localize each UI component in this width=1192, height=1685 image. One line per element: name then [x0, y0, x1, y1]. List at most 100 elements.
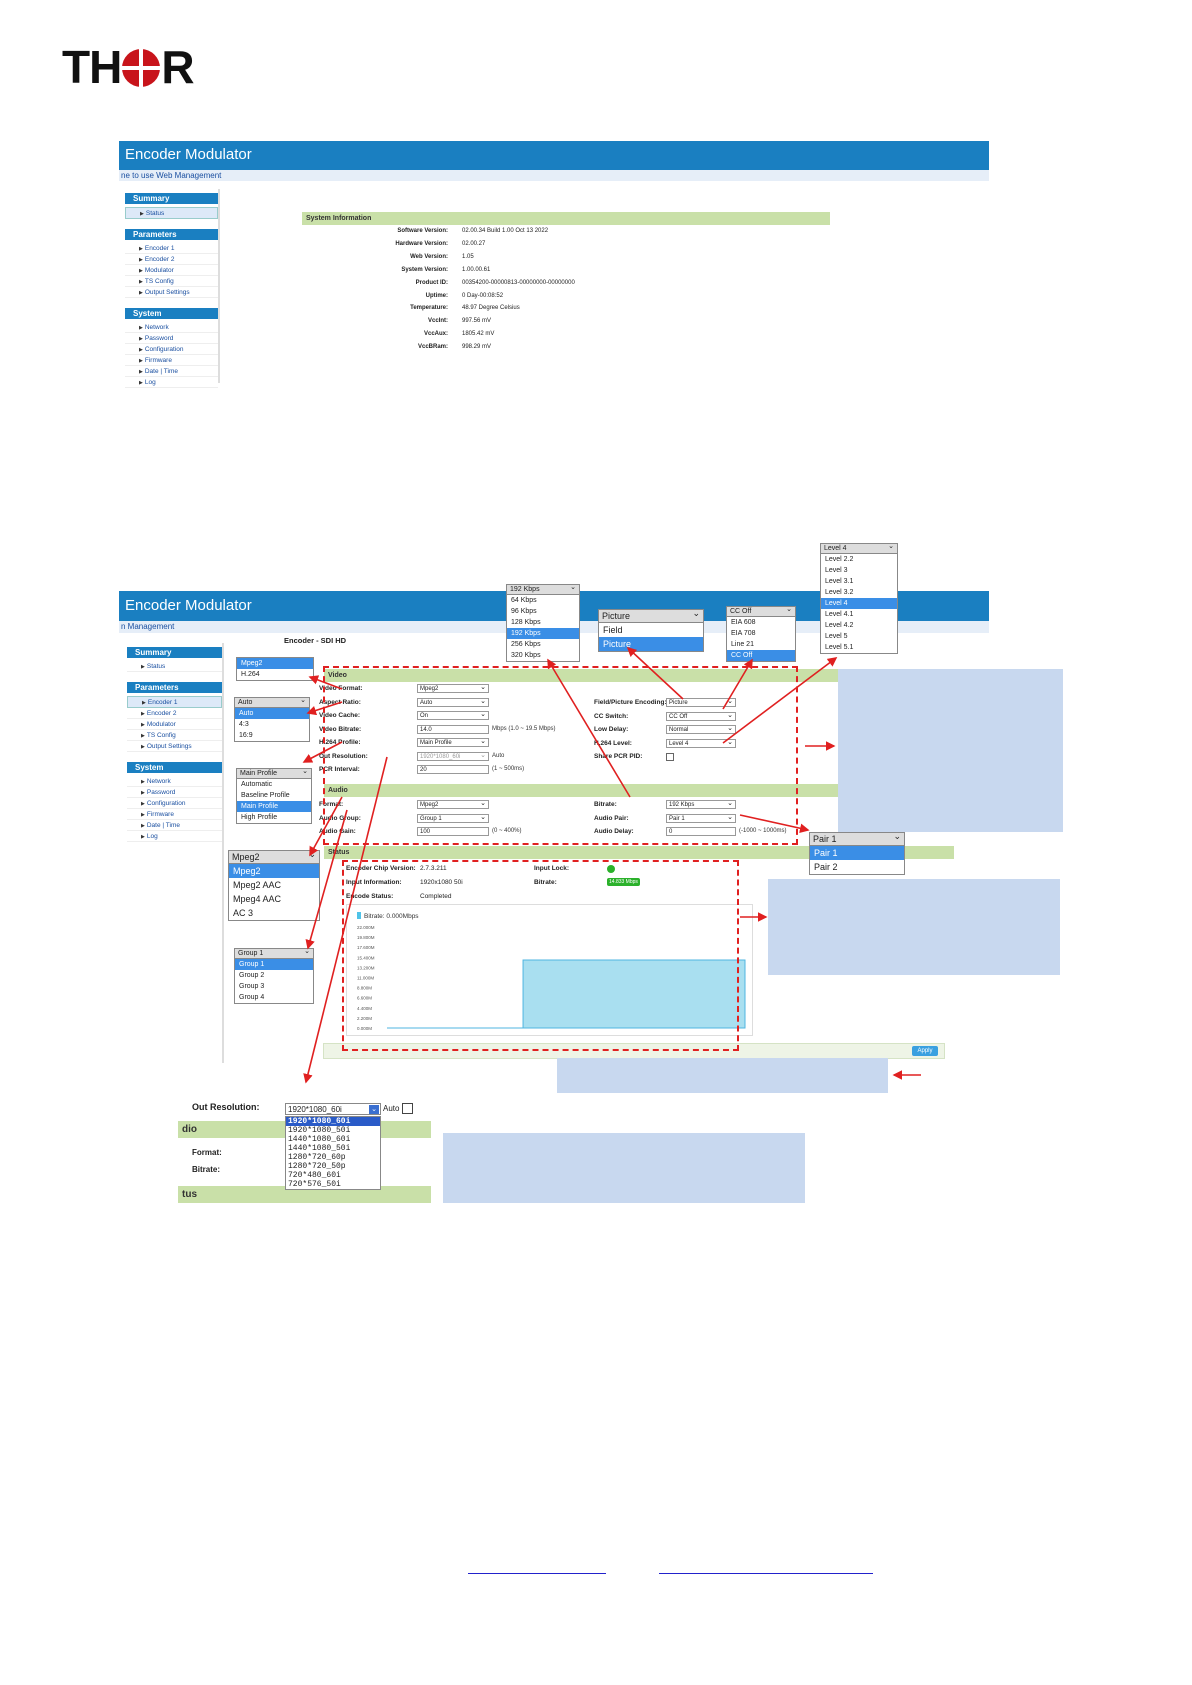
- dropdown-option[interactable]: Auto: [235, 708, 309, 719]
- dropdown-option[interactable]: 256 Kbps: [511, 641, 541, 648]
- apply-button[interactable]: Apply: [912, 1046, 938, 1056]
- dropdown-option[interactable]: CC Off: [727, 650, 795, 661]
- dropdown-option[interactable]: Pair 2: [814, 862, 838, 872]
- sidebar-item-encoder-1[interactable]: Encoder 1: [127, 696, 222, 708]
- sidebar-item-password[interactable]: Password: [127, 787, 222, 798]
- sidebar-item-configuration[interactable]: Configuration: [127, 798, 222, 809]
- sidebar-item-network[interactable]: Network: [125, 322, 218, 333]
- dropdown-option[interactable]: Main Profile: [237, 801, 311, 812]
- sidebar-item-ts-config[interactable]: TS Config: [125, 276, 218, 287]
- dropdown-option[interactable]: Level 3: [825, 567, 848, 574]
- dropdown-option[interactable]: AC 3: [233, 908, 254, 918]
- dropdown-option[interactable]: 96 Kbps: [511, 608, 537, 615]
- dropdown-option[interactable]: Automatic: [241, 781, 273, 788]
- auto-checkbox[interactable]: [402, 1103, 413, 1114]
- resolution-option[interactable]: 1920*1080_50i: [288, 1126, 351, 1135]
- sidebar-item-status[interactable]: Status: [125, 207, 218, 219]
- dropdown-option[interactable]: EIA 608: [731, 619, 756, 626]
- dropdown-option[interactable]: Baseline Profile: [241, 792, 290, 799]
- dropdown-header[interactable]: Main Profile: [237, 767, 311, 779]
- select-format[interactable]: Mpeg2: [417, 799, 489, 809]
- sidebar-item-log[interactable]: Log: [125, 377, 218, 388]
- sidebar-item-output-settings[interactable]: Output Settings: [125, 287, 218, 298]
- dropdown-option[interactable]: 192 Kbps: [507, 628, 579, 639]
- resolution-option[interactable]: 1920*1080_60i: [286, 1117, 380, 1126]
- dropdown-header[interactable]: Level 4: [821, 542, 897, 554]
- dropdown-option[interactable]: Mpeg2 AAC: [233, 880, 282, 890]
- dropdown-option[interactable]: Mpeg4 AAC: [233, 894, 282, 904]
- dropdown-header[interactable]: Mpeg2: [229, 849, 319, 864]
- dropdown-option[interactable]: Level 2.2: [825, 556, 854, 563]
- sidebar-item-encoder-1[interactable]: Encoder 1: [125, 243, 218, 254]
- dropdown-option[interactable]: Level 4.2: [825, 622, 854, 629]
- dropdown-option[interactable]: Level 4: [821, 598, 897, 609]
- dropdown-option[interactable]: Picture: [599, 637, 703, 651]
- dropdown-header[interactable]: Picture: [599, 608, 703, 623]
- resolution-option[interactable]: 1280*720_50p: [288, 1162, 346, 1171]
- dropdown-option[interactable]: H.264: [241, 671, 260, 678]
- dropdown-option[interactable]: Level 5.1: [825, 644, 854, 651]
- sidebar-item-ts-config[interactable]: TS Config: [127, 730, 222, 741]
- dropdown-header[interactable]: 192 Kbps: [507, 583, 579, 595]
- sidebar-item-configuration[interactable]: Configuration: [125, 344, 218, 355]
- input-audio-delay[interactable]: 0: [666, 827, 736, 836]
- sidebar-item-firmware[interactable]: Firmware: [125, 355, 218, 366]
- sidebar-item-output-settings[interactable]: Output Settings: [127, 741, 222, 752]
- sidebar-item-encoder-2[interactable]: Encoder 2: [125, 254, 218, 265]
- sidebar-item-network[interactable]: Network: [127, 776, 222, 787]
- dropdown-option[interactable]: Level 3.2: [825, 589, 854, 596]
- dropdown-header[interactable]: CC Off: [727, 605, 795, 617]
- out-resolution-select[interactable]: 1920*1080_60i ⌄: [285, 1103, 381, 1115]
- dropdown-header[interactable]: Auto: [235, 696, 309, 708]
- dropdown-option[interactable]: Line 21: [731, 641, 754, 648]
- select-audio-group[interactable]: Group 1: [417, 813, 489, 823]
- dropdown-option[interactable]: High Profile: [241, 814, 278, 821]
- sidebar-item-log[interactable]: Log: [127, 831, 222, 842]
- select-h-264-profile[interactable]: Main Profile: [417, 737, 489, 747]
- resolution-option[interactable]: 1440*1080_60i: [288, 1135, 351, 1144]
- input-audio-gain[interactable]: 100: [417, 827, 489, 836]
- sidebar-item-modulator[interactable]: Modulator: [127, 719, 222, 730]
- sidebar-item-status[interactable]: Status: [127, 661, 222, 672]
- footer-link-2[interactable]: [659, 1573, 873, 1574]
- input-pcr-interval[interactable]: 20: [417, 765, 489, 774]
- dropdown-option[interactable]: Group 4: [239, 994, 265, 1001]
- dropdown-option[interactable]: 4:3: [239, 721, 249, 728]
- dropdown-option[interactable]: Field: [603, 625, 623, 635]
- footer-link-1[interactable]: [468, 1573, 606, 1574]
- dropdown-header[interactable]: Group 1: [235, 947, 313, 959]
- sidebar-item-firmware[interactable]: Firmware: [127, 809, 222, 820]
- resolution-option[interactable]: 1280*720_60p: [288, 1153, 346, 1162]
- sidebar-item-modulator[interactable]: Modulator: [125, 265, 218, 276]
- dropdown-option[interactable]: 320 Kbps: [511, 652, 541, 659]
- dropdown-option[interactable]: Group 2: [239, 972, 265, 979]
- sidebar-item-date-time[interactable]: Date | Time: [127, 820, 222, 831]
- dropdown-option[interactable]: Mpeg2: [237, 658, 313, 669]
- select-audio-pair[interactable]: Pair 1: [666, 813, 736, 823]
- dropdown-option[interactable]: Level 3.1: [825, 578, 854, 585]
- select-video-cache[interactable]: On: [417, 710, 489, 720]
- dropdown-option[interactable]: 128 Kbps: [511, 619, 541, 626]
- select-bitrate[interactable]: 192 Kbps: [666, 799, 736, 809]
- dropdown-header[interactable]: Pair 1: [810, 831, 904, 846]
- dropdown-option[interactable]: Group 3: [239, 983, 265, 990]
- sidebar-item-password[interactable]: Password: [125, 333, 218, 344]
- select-aspect-ratio[interactable]: Auto: [417, 697, 489, 707]
- select-out-resolution[interactable]: 1920*1080_60i: [417, 751, 489, 761]
- dropdown-option[interactable]: 64 Kbps: [511, 597, 537, 604]
- sidebar-item-encoder-2[interactable]: Encoder 2: [127, 708, 222, 719]
- resolution-option[interactable]: 720*576_50i: [288, 1180, 341, 1189]
- dropdown-option[interactable]: Level 4.1: [825, 611, 854, 618]
- dropdown-option[interactable]: Group 1: [235, 959, 313, 970]
- dropdown-option[interactable]: EIA 708: [731, 630, 756, 637]
- dropdown-option[interactable]: Level 5: [825, 633, 848, 640]
- select-video-format[interactable]: Mpeg2: [417, 683, 489, 693]
- sidebar-item-date-time[interactable]: Date | Time: [125, 366, 218, 377]
- dropdown-option[interactable]: Mpeg2: [229, 864, 319, 878]
- dropdown-option[interactable]: Pair 1: [810, 846, 904, 860]
- dropdown-option[interactable]: 16:9: [239, 732, 253, 739]
- resolution-option[interactable]: 720*480_60i: [288, 1171, 341, 1180]
- checkbox[interactable]: [666, 753, 674, 761]
- input-video-bitrate[interactable]: 14.0: [417, 724, 489, 734]
- resolution-option[interactable]: 1440*1080_50i: [288, 1144, 351, 1153]
